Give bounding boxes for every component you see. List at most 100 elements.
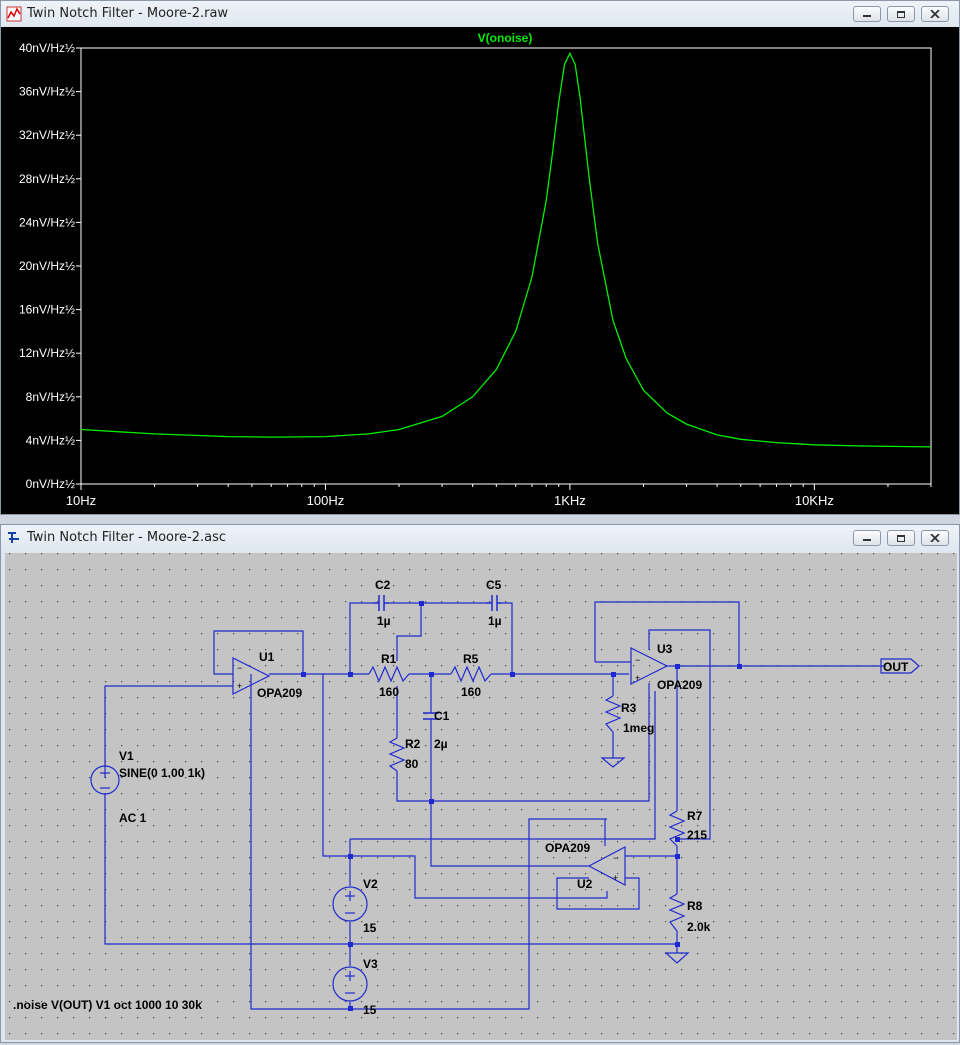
junction-dots — [301, 601, 742, 1011]
c1-label: C1 — [434, 709, 450, 723]
resistor-r7-symbol[interactable] — [668, 810, 686, 847]
u1-label: U1 — [259, 650, 275, 664]
schematic-app-icon — [8, 532, 19, 543]
y-tick-label: 40nV/Hz½ — [19, 41, 75, 55]
v2-label: V2 — [363, 877, 378, 891]
noise-chart: 0nV/Hz½ 4nV/Hz½ 8nV/Hz½ 12nV/Hz½ 16nV/Hz½ 20n… — [19, 31, 932, 508]
minimize-icon — [863, 15, 871, 17]
waveform-app-icon — [6, 6, 22, 22]
r7-value: 215 — [687, 828, 707, 842]
r1-value: 160 — [379, 685, 399, 699]
restore-button[interactable] — [887, 530, 915, 546]
minimize-button[interactable] — [853, 530, 881, 546]
voltage-source-v2-symbol[interactable] — [332, 886, 368, 922]
c1-value: 2µ — [434, 737, 448, 751]
r5-value: 160 — [461, 685, 481, 699]
plot-titlebar[interactable]: Twin Notch Filter - Moore-2.raw — [1, 1, 959, 27]
schematic-window-title: Twin Notch Filter - Moore-2.asc — [27, 530, 227, 545]
voltage-source-v1-symbol[interactable] — [90, 765, 120, 795]
minimize-button[interactable] — [853, 6, 881, 22]
v3-value: 15 — [363, 1003, 377, 1017]
close-icon — [930, 534, 940, 542]
plot-pane[interactable]: 0nV/Hz½ 4nV/Hz½ 8nV/Hz½ 12nV/Hz½ 16nV/Hz½ 20n… — [1, 27, 959, 514]
svg-text:+: + — [635, 673, 640, 683]
trace-label[interactable]: V(onoise) — [478, 31, 533, 45]
ground-symbol-r8 — [664, 952, 690, 964]
u3-label: U3 — [657, 642, 673, 656]
y-tick-label: 28nV/Hz½ — [19, 172, 75, 186]
plot-window: Twin Notch Filter - Moore-2.raw 0nV/Hz½ 4… — [0, 0, 960, 515]
capacitor-c5-symbol[interactable] — [486, 595, 502, 611]
out-label[interactable]: OUT — [883, 660, 909, 674]
r5-label: R5 — [463, 652, 479, 666]
r3-value: 1meg — [623, 721, 654, 735]
y-tick-label: 0nV/Hz½ — [26, 477, 75, 491]
resistor-r2-symbol[interactable] — [388, 737, 406, 772]
v2-value: 15 — [363, 921, 377, 935]
spice-directive[interactable]: .noise V(OUT) V1 oct 1000 10 30k — [13, 998, 202, 1012]
out-port-flag[interactable] — [880, 658, 920, 674]
v1-value: SINE(0 1.00 1k) — [119, 766, 205, 780]
y-tick-label: 12nV/Hz½ — [19, 346, 75, 360]
x-tick-label: 1KHz — [554, 493, 586, 508]
r2-value: 80 — [405, 757, 419, 771]
svg-text:+: + — [613, 873, 618, 883]
svg-text:−: − — [237, 663, 242, 673]
voltage-source-v3-symbol[interactable] — [332, 966, 368, 1002]
resistor-r5-symbol[interactable] — [450, 665, 492, 683]
opamp-u1-symbol[interactable]: − + — [232, 657, 271, 695]
schematic-canvas[interactable]: − + − + − + — [5, 553, 957, 1040]
capacitor-c2-symbol[interactable] — [373, 595, 389, 611]
y-tick-label: 36nV/Hz½ — [19, 85, 75, 99]
resistor-r8-symbol[interactable] — [668, 893, 686, 932]
x-tick-label: 10Hz — [66, 493, 96, 508]
u1-model-label: OPA209 — [257, 686, 302, 700]
close-button[interactable] — [921, 6, 949, 22]
r8-label: R8 — [687, 899, 703, 913]
resistor-r1-symbol[interactable] — [368, 665, 410, 683]
v1-label: V1 — [119, 749, 134, 763]
svg-text:+: + — [237, 681, 242, 691]
u2-model-label: OPA209 — [545, 841, 590, 855]
noise-trace[interactable] — [80, 51, 932, 448]
wires[interactable] — [104, 601, 886, 1010]
schematic-window: Twin Notch Filter - Moore-2.asc — [0, 524, 960, 1043]
schematic-grid — [5, 553, 957, 1040]
c5-label: C5 — [486, 578, 502, 592]
close-button[interactable] — [921, 530, 949, 546]
c5-value: 1µ — [488, 614, 502, 628]
minimize-icon — [863, 539, 871, 541]
svg-text:−: − — [635, 655, 640, 665]
svg-text:−: − — [613, 853, 618, 863]
v1-ac-value: AC 1 — [119, 811, 147, 825]
c2-value: 1µ — [377, 614, 391, 628]
x-tick-label: 100Hz — [307, 493, 345, 508]
restore-icon — [897, 11, 905, 18]
r2-label: R2 — [405, 737, 421, 751]
c2-label: C2 — [375, 578, 391, 592]
y-tick-label: 16nV/Hz½ — [19, 303, 75, 317]
v3-label: V3 — [363, 957, 378, 971]
resistor-r3-symbol[interactable] — [604, 695, 622, 733]
plot-window-title: Twin Notch Filter - Moore-2.raw — [27, 6, 229, 21]
restore-icon — [897, 535, 905, 542]
u2-label: U2 — [577, 877, 593, 891]
ground-symbol-r3 — [600, 757, 626, 768]
close-icon — [930, 10, 940, 18]
x-tick-label: 10KHz — [795, 493, 834, 508]
y-tick-label: 32nV/Hz½ — [19, 128, 75, 142]
y-tick-label: 20nV/Hz½ — [19, 259, 75, 273]
restore-button[interactable] — [887, 6, 915, 22]
r7-label: R7 — [687, 809, 703, 823]
plot-frame — [80, 47, 932, 485]
y-tick-label: 8nV/Hz½ — [26, 390, 75, 404]
u3-model-label: OPA209 — [657, 678, 702, 692]
opamp-u2-symbol[interactable]: − + — [587, 846, 626, 886]
r1-label: R1 — [381, 652, 397, 666]
y-tick-label: 4nV/Hz½ — [26, 433, 75, 447]
schematic-titlebar[interactable]: Twin Notch Filter - Moore-2.asc — [1, 525, 959, 551]
y-tick-label: 24nV/Hz½ — [19, 215, 75, 229]
opamp-u3-symbol[interactable]: − + — [630, 647, 669, 685]
capacitor-c1-symbol[interactable] — [423, 712, 439, 720]
r8-value: 2.0k — [687, 920, 711, 934]
